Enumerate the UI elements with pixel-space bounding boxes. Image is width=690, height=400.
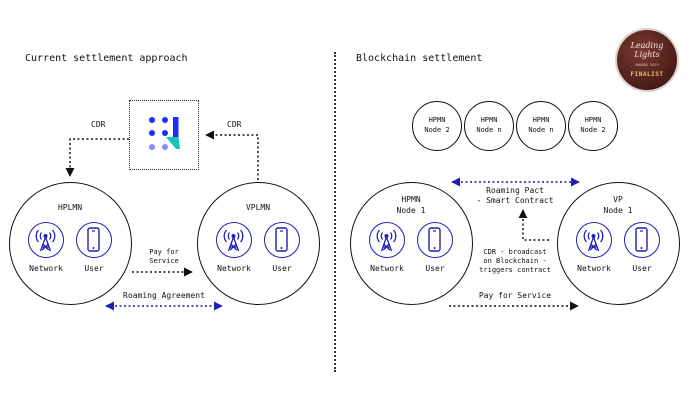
hpmn-user-label: User [425, 264, 445, 273]
pay-for-service-label-1: Pay for [149, 248, 179, 256]
vp-user-icon-circle [624, 222, 660, 258]
hpmn-node-circle [464, 101, 514, 151]
cell-tower-icon [583, 229, 604, 252]
hpmn-node-label-4a: HPMN [584, 116, 602, 124]
hpmn-node-label-1a: HPMN [428, 116, 446, 124]
vp-network-icon-circle [576, 222, 612, 258]
badge-line-4: FINALIST [630, 71, 664, 78]
roaming-pact-label-2: - Smart Contract [476, 196, 554, 205]
vplmn-user-label: User [272, 264, 292, 273]
mobile-phone-icon [275, 227, 288, 252]
cdr-right-label: CDR [227, 120, 242, 129]
section-divider [334, 52, 336, 372]
hpmn-node-label-2b: Node n [476, 126, 502, 134]
cell-tower-icon [35, 229, 56, 252]
blockchain-pay-label: Pay for Service [478, 291, 552, 300]
badge-line-3: AWARDS 2019 [635, 63, 659, 67]
hplmn-label: HPLMN [57, 203, 83, 212]
hpmn-node-circle [412, 101, 462, 151]
left-section-title: Current settlement approach [25, 53, 188, 64]
right-section-title: Blockchain settlement [356, 53, 483, 64]
settlement-provider-box [129, 100, 199, 170]
hplmn-user-icon-circle [76, 222, 112, 258]
mobile-phone-icon [428, 227, 441, 252]
cdr-broadcast-label-1: CDR - broadcast [483, 248, 547, 256]
roaming-pact-label-1: Roaming Pact [486, 186, 544, 195]
vplmn-network-label: Network [217, 264, 251, 273]
badge-line-1: Leading [630, 41, 664, 50]
vplmn-label: VPLMN [245, 203, 271, 212]
vplmn-network-icon-circle [216, 222, 252, 258]
cdr-right-connector [205, 130, 259, 180]
hpmn-network-label: Network [370, 264, 404, 273]
hpmn-node-label-3b: Node n [528, 126, 554, 134]
hpmn-network-icon-circle [369, 222, 405, 258]
hpmn-user-icon-circle [417, 222, 453, 258]
cdr-left-label: CDR [91, 120, 106, 129]
vp-node-1-label-b: Node 1 [603, 206, 633, 215]
hpmn-node-label-3a: HPMN [532, 116, 550, 124]
badge-line-2: Lights [634, 50, 660, 59]
hplmn-network-label: Network [29, 264, 63, 273]
mobile-phone-icon [87, 227, 100, 252]
hplmn-network-icon-circle [28, 222, 64, 258]
hpmn-node-1-label-b: Node 1 [396, 206, 426, 215]
cdr-broadcast-label-2: on Blockchain - [483, 257, 547, 265]
hplmn-user-label: User [84, 264, 104, 273]
hpmn-node-circle [568, 101, 618, 151]
mobile-phone-icon [635, 227, 648, 252]
cdr-broadcast-label-3: triggers contract [479, 266, 551, 274]
vp-node-1-label-a: VP [613, 195, 623, 204]
logo-icon [149, 117, 180, 150]
cdr-left-connector [65, 138, 129, 177]
vplmn-user-icon-circle [264, 222, 300, 258]
hpmn-node-label-2a: HPMN [480, 116, 498, 124]
award-badge: Leading Lights AWARDS 2019 FINALIST [617, 30, 677, 90]
cell-tower-icon [223, 229, 244, 252]
vp-user-label: User [632, 264, 652, 273]
pay-for-service-label-2: Service [149, 257, 179, 265]
hpmn-node-label-4b: Node 2 [580, 126, 606, 134]
hpmn-node-label-1b: Node 2 [424, 126, 450, 134]
cell-tower-icon [376, 229, 397, 252]
roaming-agreement-label: Roaming Agreement [123, 291, 205, 300]
cdr-broadcast-connector [518, 209, 549, 241]
vp-network-label: Network [577, 264, 611, 273]
hpmn-node-1-label-a: HPMN [401, 195, 421, 204]
hpmn-node-circle [516, 101, 566, 151]
